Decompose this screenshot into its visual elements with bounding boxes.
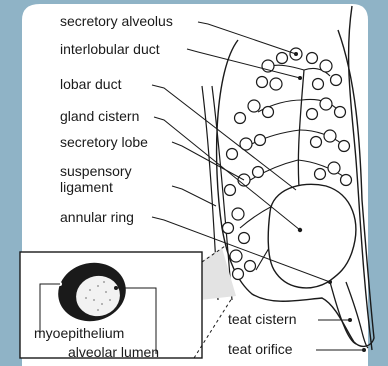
label-suspensory: suspensory [60, 163, 132, 179]
label-alveolar-lumen: alveolar lumen [68, 344, 159, 360]
label-gland-cistern: gland cistern [60, 108, 139, 124]
label-teat-orifice: teat orifice [228, 341, 293, 357]
label-secretory-alveolus: secretory alveolus [60, 13, 173, 29]
label-annular-ring: annular ring [60, 209, 134, 225]
label-teat-cistern: teat cistern [228, 311, 296, 327]
label-secretory-lobe: secretory lobe [60, 134, 148, 150]
label-ligament: ligament [60, 179, 113, 195]
label-interlobular-duct: interlobular duct [60, 41, 160, 57]
label-lobar-duct: lobar duct [60, 76, 122, 92]
label-myoepithelium: myoepithelium [34, 325, 124, 341]
